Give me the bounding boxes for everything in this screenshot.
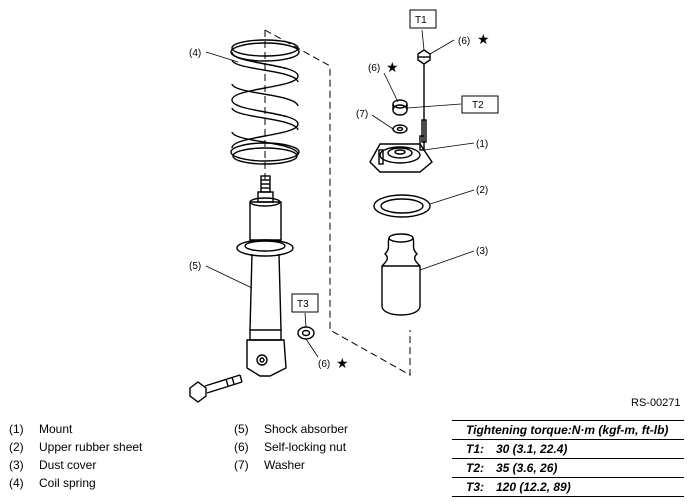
upper-rubber-sheet <box>373 194 431 218</box>
washer <box>392 124 408 134</box>
legend-label: Upper rubber sheet <box>39 440 143 454</box>
legend-num: (7) <box>234 458 249 472</box>
torque-value: 35 (3.6, 26) <box>496 461 558 475</box>
legend-num: (1) <box>9 422 24 436</box>
legend-item: (7) Washer <box>234 456 348 474</box>
torque-tag-t3-label: T3 <box>297 299 309 310</box>
torque-table-header: Tightening torque:N·m (kgf-m, ft-lb) <box>452 420 684 439</box>
torque-tag-t2-label: T2 <box>472 100 484 111</box>
legend-item: (1) Mount <box>9 420 142 438</box>
legend-item: (5) Shock absorber <box>234 420 348 438</box>
torque-key: T1: <box>466 442 484 456</box>
figure-code: RS-00271 <box>631 397 681 409</box>
shock-absorber <box>236 175 294 377</box>
callout-nut-top: (6) <box>458 36 470 47</box>
legend-label: Self-locking nut <box>264 440 347 454</box>
legend-num: (4) <box>9 476 24 490</box>
torque-key: T3: <box>466 480 484 494</box>
top-self-locking-nut <box>417 49 431 143</box>
legend-column-1: (1) Mount (2) Upper rubber sheet (3) Dust c… <box>9 420 142 492</box>
suspension-exploded-diagram: (4) (5) (1) (2) (3) (6) (6) (7) (6) ★ ★ … <box>189 9 499 403</box>
legend-item: (6) Self-locking nut <box>234 438 348 456</box>
torque-row: T2: 35 (3.6, 26) <box>452 458 684 477</box>
callout-nut-mid: (6) <box>368 63 380 74</box>
callout-nut-bottom: (6) <box>318 359 330 370</box>
callout-washer: (7) <box>356 109 368 120</box>
legend-num: (3) <box>9 458 24 472</box>
legend-label: Dust cover <box>39 458 97 472</box>
torque-tag-t1: T1 <box>409 9 437 29</box>
legend-label: Shock absorber <box>264 422 349 436</box>
callout-dust-cover: (3) <box>476 246 488 257</box>
legend-label: Coil spring <box>39 476 96 490</box>
callout-upper-rubber-sheet: (2) <box>476 185 488 196</box>
torque-row: T3: 120 (12.2, 89) <box>452 477 684 497</box>
legend-item: (4) Coil spring <box>9 474 142 492</box>
tightening-torque-table: Tightening torque:N·m (kgf-m, ft-lb) T1:… <box>452 420 684 497</box>
mount <box>369 135 433 173</box>
torque-tag-t1-label: T1 <box>415 15 427 26</box>
star-bottom: ★ <box>336 355 349 371</box>
callout-mount: (1) <box>476 139 488 150</box>
legend-num: (2) <box>9 440 24 454</box>
legend-column-2: (5) Shock absorber (6) Self-locking nut (7… <box>234 420 348 474</box>
dust-cover <box>381 233 421 316</box>
torque-row: T1: 30 (3.1, 22.4) <box>452 439 684 458</box>
bottom-self-locking-nut <box>297 326 315 340</box>
callout-shock-absorber: (5) <box>189 261 201 272</box>
legend-num: (6) <box>234 440 249 454</box>
legend-item: (3) Dust cover <box>9 456 142 474</box>
assembly-guide-lines <box>264 29 411 376</box>
legend-num: (5) <box>234 422 249 436</box>
coil-spring <box>230 39 300 165</box>
legend-label: Washer <box>264 458 305 472</box>
star-top: ★ <box>477 31 490 47</box>
torque-key: T2: <box>466 461 484 475</box>
torque-value: 30 (3.1, 22.4) <box>496 442 568 456</box>
torque-tag-t2: T2 <box>461 95 499 114</box>
torque-tag-t3: T3 <box>291 293 319 313</box>
leader-lines <box>205 29 475 358</box>
legend-item: (2) Upper rubber sheet <box>9 438 142 456</box>
star-mid: ★ <box>386 59 399 75</box>
legend-label: Mount <box>39 422 73 436</box>
middle-self-locking-nut <box>392 99 408 116</box>
mounting-bolt <box>189 374 243 403</box>
callout-coil-spring: (4) <box>189 48 201 59</box>
torque-value: 120 (12.2, 89) <box>496 480 571 494</box>
